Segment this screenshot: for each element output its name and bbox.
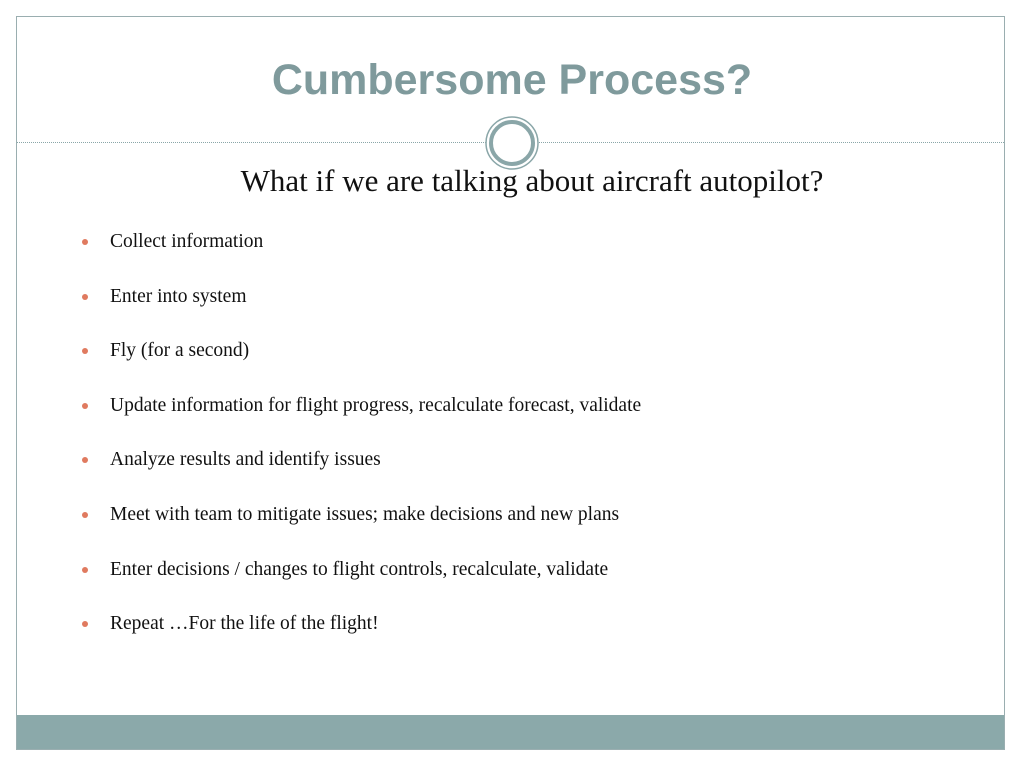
bullet-text: Collect information <box>110 231 264 252</box>
bullet-dot-icon <box>82 621 88 628</box>
bullet-dot-icon <box>82 348 88 355</box>
bullet-text: Meet with team to mitigate issues; make … <box>110 503 620 525</box>
bullet-dot-icon <box>82 566 88 573</box>
double-circle-icon <box>485 116 539 170</box>
bullet-item: Enter into system <box>82 281 982 336</box>
bullet-list: Collect information Enter into system Fl… <box>82 226 982 663</box>
bullet-item: Repeat …For the life of the flight! <box>82 608 982 663</box>
bullet-item: Fly (for a second) <box>82 335 982 390</box>
bullet-item: Analyze results and identify issues <box>82 444 982 499</box>
bullet-text: Update information for flight progress, … <box>110 394 642 416</box>
bullet-dot-icon <box>82 239 88 245</box>
bullet-dot-icon <box>82 457 88 464</box>
slide-subtitle: What if we are talking about aircraft au… <box>240 163 824 198</box>
bullet-text: Repeat …For the life of the flight! <box>110 613 379 635</box>
bullet-text: Analyze results and identify issues <box>110 449 381 471</box>
bullet-dot-icon <box>82 402 88 409</box>
bullet-text: Fly (for a second) <box>110 340 250 362</box>
bullet-dot-icon <box>82 511 88 518</box>
bullet-item: Enter decisions / changes to flight cont… <box>82 554 982 609</box>
bullet-item: Meet with team to mitigate issues; make … <box>82 499 982 554</box>
bullet-text: Enter decisions / changes to flight cont… <box>110 558 609 580</box>
slide-title: Cumbersome Process? <box>271 56 753 104</box>
bullet-item: Collect information <box>82 226 982 281</box>
bullet-text: Enter into system <box>110 285 247 307</box>
bullet-item: Update information for flight progress, … <box>82 390 982 445</box>
bullet-dot-icon <box>82 293 88 300</box>
footer-band <box>17 715 1004 749</box>
